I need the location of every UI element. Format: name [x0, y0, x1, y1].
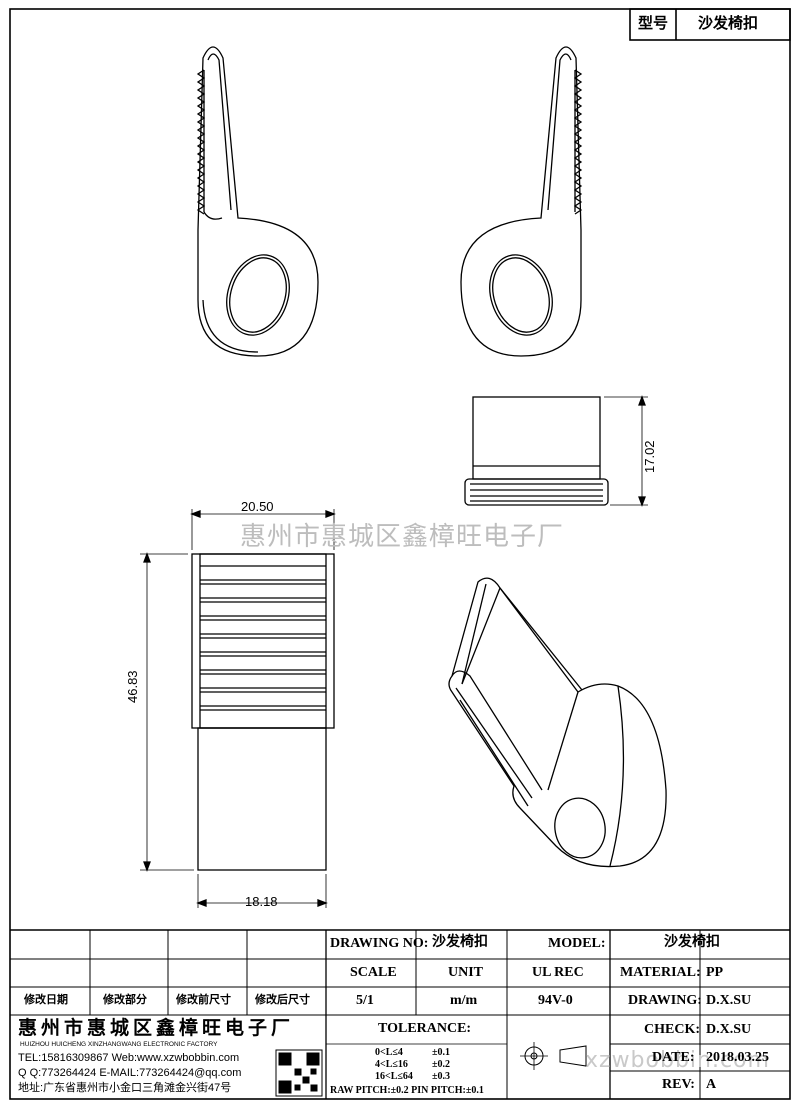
tol-range-3: 16<L≤64	[375, 1071, 413, 1082]
tol-value-3: ±0.3	[432, 1071, 450, 1082]
tol-range-2: 4<L≤16	[375, 1059, 408, 1070]
date-label: DATE:	[652, 1050, 695, 1065]
dim-width-bottom: 18.18	[245, 894, 278, 909]
rev-header-part: 修改部分	[103, 994, 147, 1006]
unit-value: m/m	[450, 993, 478, 1008]
dim-width-top: 20.50	[241, 499, 274, 514]
tol-range-1: 0<L≤4	[375, 1047, 403, 1058]
rev-value: A	[706, 1077, 717, 1092]
scale-value: 5/1	[356, 993, 374, 1008]
contact-tel: TEL:15816309867 Web:www.xzwbobbin.com	[18, 1052, 240, 1064]
type-label: 型号	[638, 16, 669, 32]
company-name-en: HUIZHOU HUICHENG XINZHANGWANG ELECTRONIC…	[20, 1041, 218, 1048]
dim-height-side: 46.83	[125, 670, 140, 703]
unit-label: UNIT	[448, 965, 484, 980]
hook-view-right	[460, 46, 583, 357]
contact-address: 地址:广东省惠州市小金口三角滩金兴街47号	[18, 1082, 232, 1094]
title-block-grid	[10, 929, 790, 1099]
scale-label: SCALE	[350, 965, 397, 980]
drawing-no-value: 沙发椅扣	[432, 935, 488, 950]
rev-header-after: 修改后尺寸	[255, 994, 310, 1006]
date-value: 2018.03.25	[706, 1050, 769, 1065]
tolerance-label: TOLERANCE:	[378, 1021, 472, 1036]
tol-value-1: ±0.1	[432, 1047, 450, 1058]
front-view	[140, 509, 336, 908]
contact-email: Q Q:773264424 E-MAIL:773264424@qq.com	[18, 1067, 242, 1079]
material-label: MATERIAL:	[620, 965, 701, 980]
drawing-label: DRAWING:	[628, 993, 702, 1008]
pitch-tolerance: RAW PITCH:±0.2 PIN PITCH:±0.1	[330, 1085, 484, 1096]
hook-view-left	[196, 46, 319, 357]
drawing-no-label: DRAWING NO:	[330, 936, 429, 951]
watermark-url: xzwbobbin.com	[585, 1048, 770, 1073]
check-value: D.X.SU	[706, 1022, 752, 1037]
side-profile-view	[464, 395, 648, 507]
check-label: CHECK:	[644, 1022, 700, 1037]
model-label: MODEL:	[548, 936, 606, 951]
model-value: 沙发椅扣	[664, 935, 720, 950]
rev-label: REV:	[662, 1077, 695, 1092]
isometric-view	[448, 577, 667, 868]
ul-value: 94V-0	[538, 993, 573, 1008]
company-name-cn: 惠州市惠城区鑫樟旺电子厂	[18, 1017, 295, 1039]
tol-value-2: ±0.2	[432, 1059, 450, 1070]
type-value: 沙发椅扣	[698, 16, 759, 32]
ul-rec-label: UL REC	[532, 965, 584, 980]
drawing-value: D.X.SU	[706, 993, 752, 1008]
watermark-company: 惠州市惠城区鑫樟旺电子厂	[240, 522, 565, 552]
dim-height-right: 17.02	[642, 440, 657, 473]
rev-header-date: 修改日期	[24, 994, 68, 1006]
rev-header-before: 修改前尺寸	[176, 994, 231, 1006]
material-value: PP	[706, 965, 724, 980]
